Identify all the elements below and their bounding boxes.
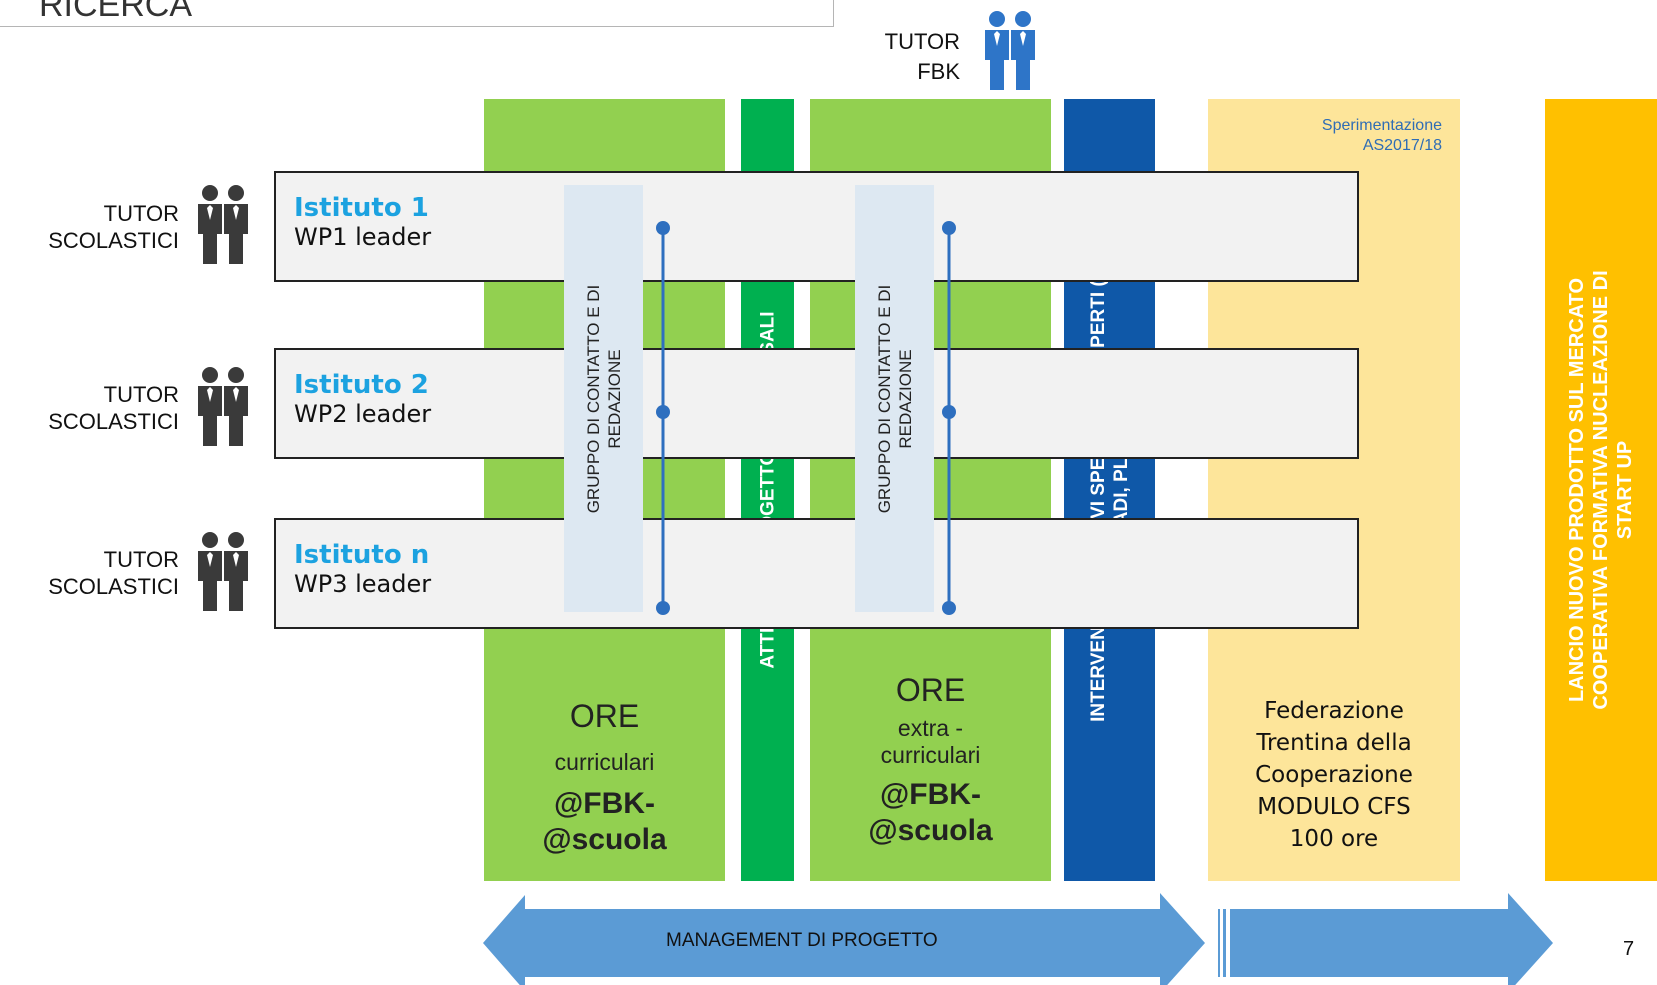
tutor-scolastici-3: TUTOR SCOLASTICI xyxy=(48,546,179,600)
institute-2: Istituto 2 WP2 leader xyxy=(294,370,431,428)
tutor-scolastici-line2: SCOLASTICI xyxy=(48,574,179,599)
page-title: RICERCA xyxy=(39,0,193,24)
institute-row-2 xyxy=(274,348,1359,459)
federazione-text: Federazione Trentina della Cooperazione … xyxy=(1208,695,1460,855)
people-icon xyxy=(198,185,248,264)
extracurricular-sub1: extra - xyxy=(897,715,964,741)
tutor-scolastici-line1: TUTOR xyxy=(103,201,179,226)
management-arrow xyxy=(483,893,1205,985)
curricular-text: ORE curriculari @FBK- @scuola xyxy=(484,698,725,858)
connector-2 xyxy=(942,221,956,615)
institute-row-1 xyxy=(274,171,1359,282)
people-icon xyxy=(198,532,248,611)
institute-name: Istituto 2 xyxy=(294,370,429,400)
people-icon xyxy=(985,11,1035,90)
federazione-line4: MODULO CFS xyxy=(1257,794,1411,820)
institute-name: Istituto n xyxy=(294,540,430,570)
extracurricular-sub2: curriculari xyxy=(880,742,981,768)
institute-wp: WP1 leader xyxy=(294,223,432,251)
institute-name: Istituto 1 xyxy=(294,193,429,223)
continuation-arrow xyxy=(1218,893,1553,985)
federazione-line2: Trentina della xyxy=(1256,730,1412,756)
sperimentazione-line2: AS2017/18 xyxy=(1362,137,1442,154)
contact-group-box-1: GRUPPO DI CONTATTO E DI REDAZIONE xyxy=(564,185,643,612)
institute-row-3 xyxy=(274,518,1359,629)
tutor-fbk-label: TUTOR FBK xyxy=(885,27,960,87)
institute-1: Istituto 1 WP1 leader xyxy=(294,193,431,251)
sperimentazione-line1: Sperimentazione xyxy=(1321,117,1442,134)
people-icon xyxy=(198,367,248,446)
institute-wp: WP3 leader xyxy=(294,570,432,598)
management-label: MANAGEMENT DI PROGETTO xyxy=(666,930,938,951)
extracurricular-fbk: @FBK- xyxy=(880,778,981,811)
curricular-ore: ORE xyxy=(569,698,640,734)
federazione-line3: Cooperazione xyxy=(1255,762,1413,788)
connector-1 xyxy=(656,221,670,615)
tutor-fbk-line2: FBK xyxy=(917,59,960,84)
tutor-scolastici-line2: SCOLASTICI xyxy=(48,409,179,434)
title-box: RICERCA xyxy=(0,0,834,27)
tutor-scolastici-line1: TUTOR xyxy=(103,547,179,572)
tutor-scolastici-2: TUTOR SCOLASTICI xyxy=(48,381,179,435)
tutor-fbk-line1: TUTOR xyxy=(884,29,960,54)
tutor-scolastici-line2: SCOLASTICI xyxy=(48,228,179,253)
curricular-sub: curriculari xyxy=(554,749,655,775)
tutor-scolastici-line1: TUTOR xyxy=(103,382,179,407)
institute-wp: WP2 leader xyxy=(294,400,432,428)
contact-group-box-2: GRUPPO DI CONTATTO E DI REDAZIONE xyxy=(855,185,934,612)
curricular-fbk: @FBK- xyxy=(554,787,655,820)
federazione-line1: Federazione xyxy=(1264,698,1404,724)
institute-3: Istituto n WP3 leader xyxy=(294,540,431,598)
federazione-line5: 100 ore xyxy=(1289,826,1379,852)
extracurricular-scuola: @scuola xyxy=(868,814,993,847)
sperimentazione-note: Sperimentazione AS2017/18 xyxy=(1322,116,1442,156)
extracurricular-ore: ORE xyxy=(895,672,966,708)
column-launch: LANCIO NUOVO PRODOTTO SUL MERCATO COOPER… xyxy=(1545,99,1657,881)
extracurricular-text: ORE extra - curriculari @FBK- @scuola xyxy=(810,672,1051,849)
tutor-scolastici-1: TUTOR SCOLASTICI xyxy=(48,200,179,254)
curricular-scuola: @scuola xyxy=(542,823,667,856)
page-number: 7 xyxy=(1623,938,1635,960)
